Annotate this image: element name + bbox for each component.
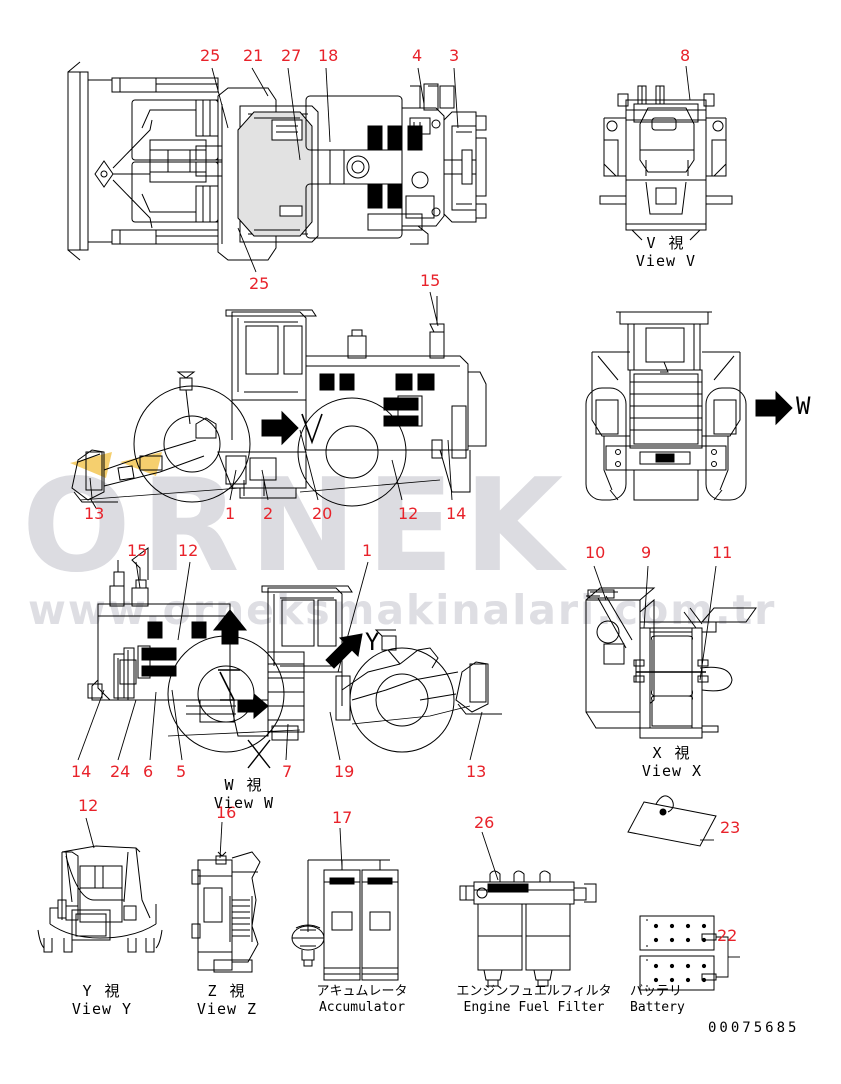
callout-13-side: 13 [84, 504, 105, 523]
view-x-leaders [593, 565, 717, 681]
callout-25-lower: 25 [249, 274, 270, 293]
callout-18: 18 [318, 46, 339, 65]
callout-22-battery: 22 [717, 926, 738, 945]
callout-9: 9 [641, 543, 652, 562]
caption-view-y: Y 視 View Y [40, 982, 164, 1019]
callout-23-plate: 23 [720, 818, 741, 837]
caption-view-y-en: View Y [71, 1000, 133, 1019]
caption-battery-en: Battery [630, 999, 685, 1015]
callout-6-vieww: 6 [143, 762, 154, 781]
callout-12-side: 12 [398, 504, 419, 523]
rear-view-geometry [585, 311, 793, 501]
side-view-geometry [70, 296, 487, 509]
callout-1-side: 1 [225, 504, 236, 523]
caption-view-v: V 視 View V [604, 234, 728, 271]
callout-19-vieww: 19 [334, 762, 355, 781]
callout-17-accumulator: 17 [332, 808, 353, 827]
callout-2-side: 2 [263, 504, 274, 523]
view-v-geometry [599, 65, 733, 241]
view-w-leaders [77, 561, 483, 761]
fuel-filter-geometry [459, 831, 597, 987]
battery-geometry [639, 915, 740, 991]
side-view-leaders [89, 291, 453, 501]
callout-5-vieww: 5 [176, 762, 187, 781]
callout-26-fuel-filter: 26 [474, 813, 495, 832]
callout-27: 27 [281, 46, 302, 65]
view-w-geometry [87, 547, 502, 769]
caption-view-v-en: View V [635, 252, 697, 271]
callout-21: 21 [243, 46, 264, 65]
caption-accumulator-en: Accumulator [318, 999, 406, 1015]
caption-view-z: Z 視 View Z [165, 982, 289, 1019]
plate-23-geometry [627, 795, 717, 847]
callout-12-vieww: 12 [178, 541, 199, 560]
callout-10: 10 [585, 543, 606, 562]
caption-view-w: W 視 View W [182, 776, 306, 813]
caption-accumulator: アキュムレータ Accumulator [288, 984, 436, 1016]
caption-view-x: X 視 View X [610, 744, 734, 781]
callout-16-viewz: 16 [216, 803, 237, 822]
top-view-leaders [211, 67, 459, 273]
caption-battery: バッテリ Battery [630, 984, 734, 1016]
callout-15-vieww: 15 [127, 541, 148, 560]
caption-view-x-en: View X [641, 762, 703, 781]
caption-view-v-jp: V 視 [646, 234, 686, 252]
callout-15-side: 15 [420, 271, 441, 290]
view-z-geometry [191, 821, 261, 973]
caption-battery-jp: バッテリ [630, 984, 683, 999]
caption-view-w-en: View W [213, 794, 275, 813]
callout-1-vieww: 1 [362, 541, 373, 560]
callout-7-vieww: 7 [282, 762, 293, 781]
caption-accumulator-jp: アキュムレータ [316, 984, 408, 999]
accumulator-geometry [291, 827, 399, 981]
caption-fuel-filter-en: Engine Fuel Filter [463, 999, 605, 1015]
callout-24-vieww: 24 [110, 762, 131, 781]
caption-view-z-jp: Z 視 [207, 982, 247, 1000]
caption-fuel-filter-jp: エンジンフュエルフィルタ [456, 984, 612, 999]
view-letter-y: Y [365, 628, 380, 656]
view-y-geometry [37, 817, 163, 953]
caption-view-y-jp: Y 視 [82, 982, 122, 1000]
callout-13-vieww: 13 [466, 762, 487, 781]
callout-3: 3 [449, 46, 460, 65]
callout-8: 8 [680, 46, 691, 65]
callout-14-side: 14 [446, 504, 467, 523]
view-x-geometry [585, 587, 757, 739]
callout-14-vieww: 14 [71, 762, 92, 781]
callout-4: 4 [412, 46, 423, 65]
caption-view-x-jp: X 視 [652, 744, 692, 762]
caption-view-w-jp: W 視 [224, 776, 264, 794]
callout-25: 25 [200, 46, 221, 65]
caption-fuel-filter: エンジンフュエルフィルタ Engine Fuel Filter [446, 984, 622, 1016]
callout-12-viewy: 12 [78, 796, 99, 815]
drawing-number: 00075685 [708, 1020, 800, 1036]
callout-20-side: 20 [312, 504, 333, 523]
view-letter-w-rear: W [796, 392, 811, 420]
top-view-geometry [67, 61, 487, 261]
caption-view-z-en: View Z [196, 1000, 258, 1019]
callout-11: 11 [712, 543, 733, 562]
